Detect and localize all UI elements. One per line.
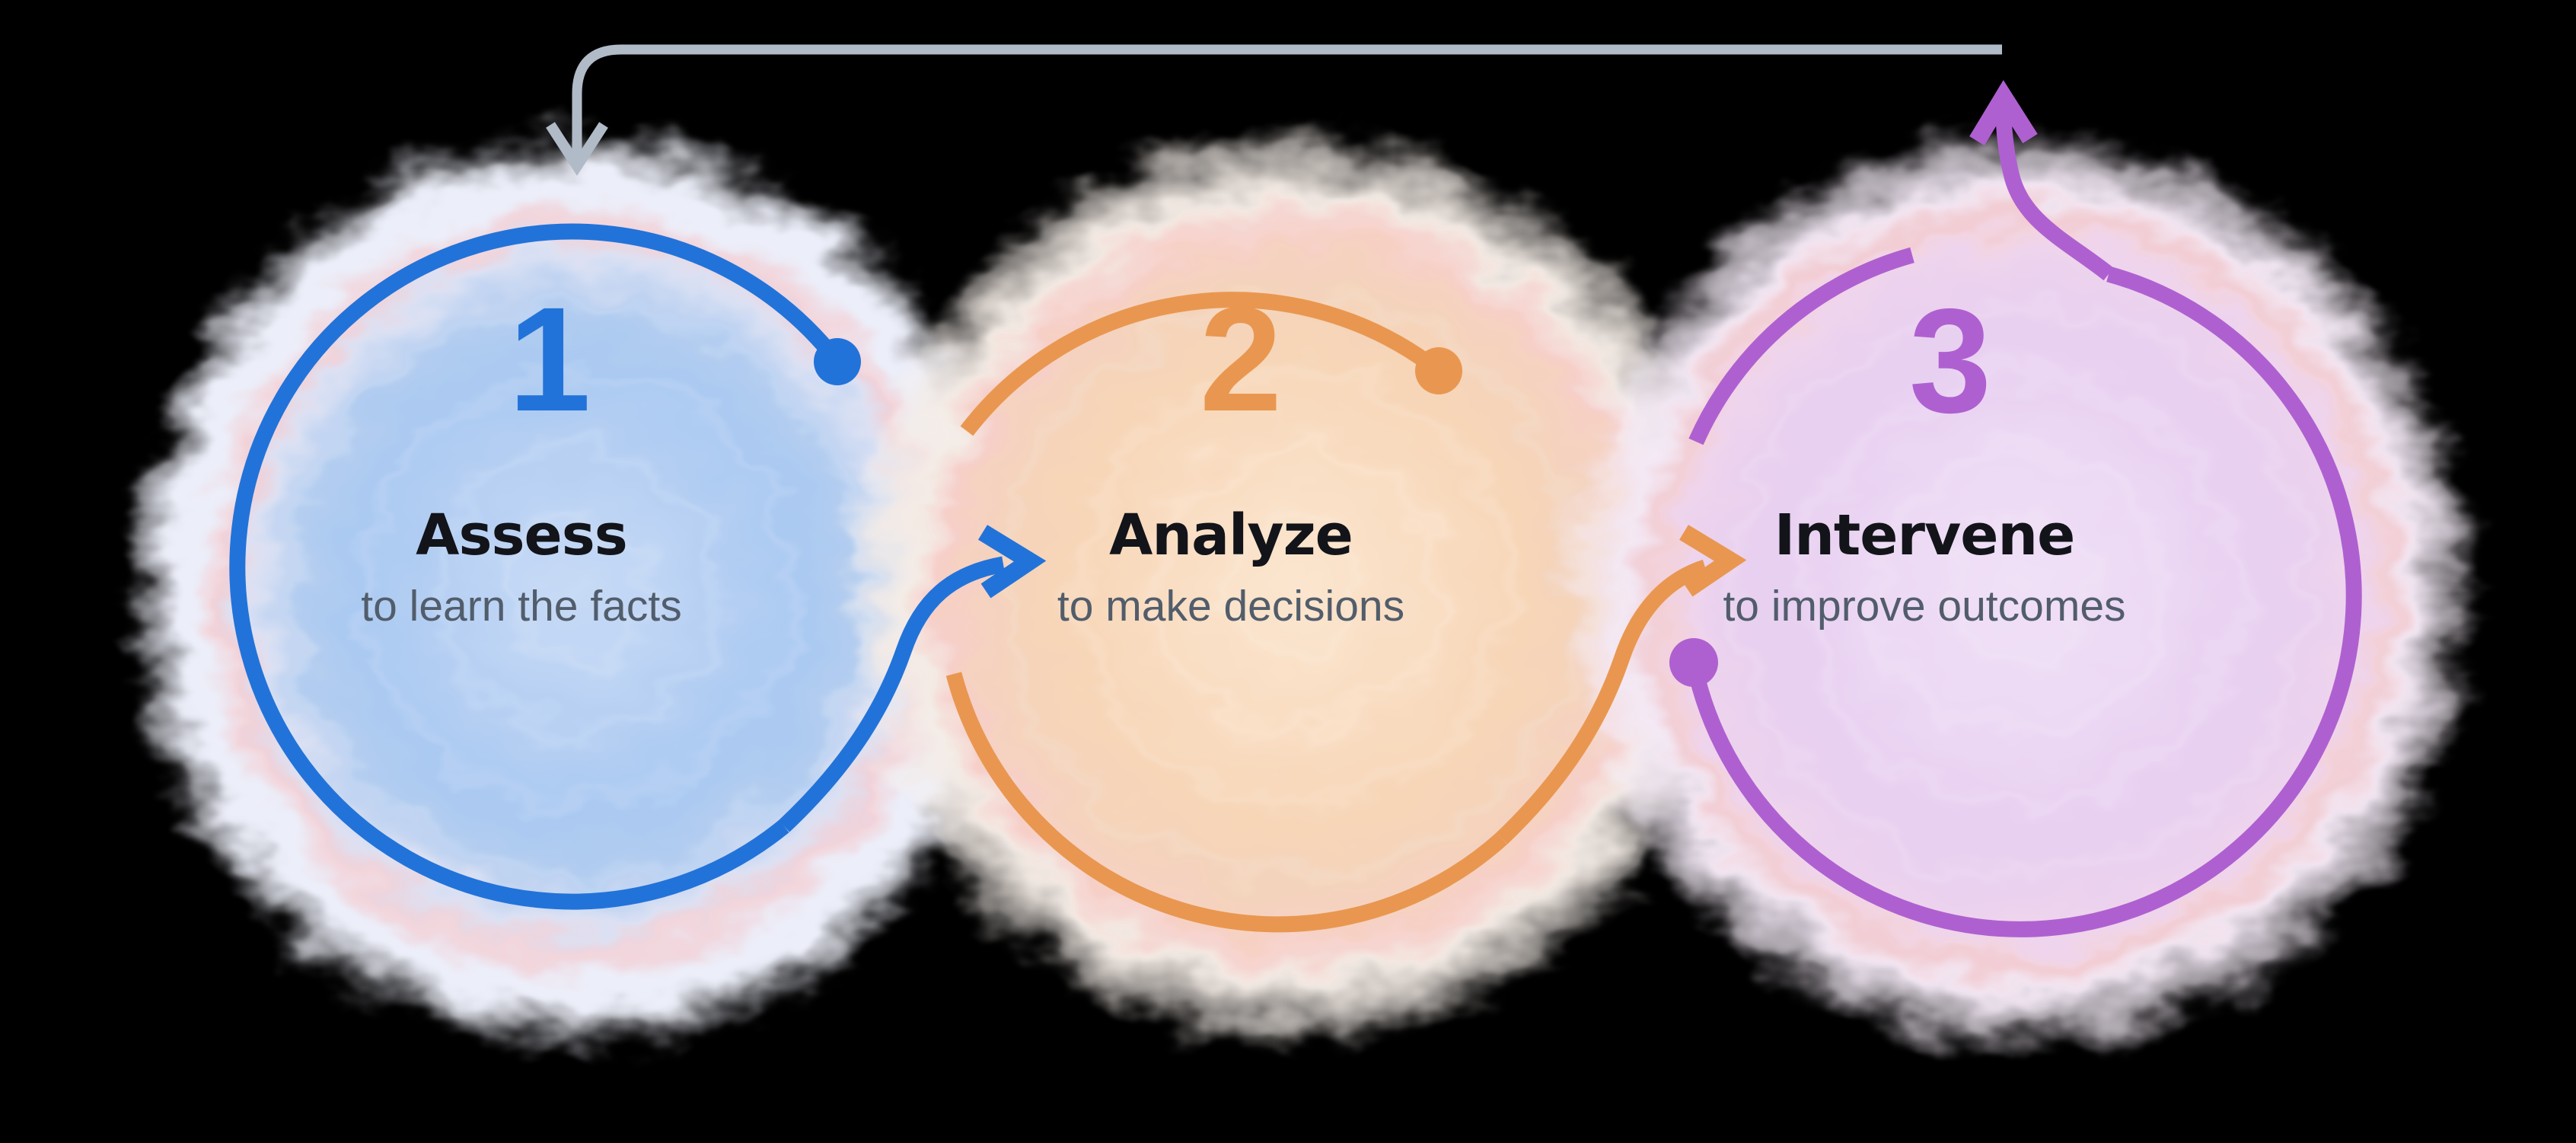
step-3-dot (1669, 638, 1718, 687)
step-1-dot (814, 338, 861, 385)
step-2-number: 2 (1200, 276, 1282, 442)
cycle-exit-arrow (1995, 109, 2114, 281)
connector-arrow-1-2 (778, 556, 1005, 832)
step-3-glow-rings (1553, 114, 2489, 1066)
step-3-circle-arc-upper (1688, 247, 1914, 445)
step-2-dot (1415, 347, 1462, 394)
step-2-circle-arc-lower (945, 672, 1508, 933)
arrow-right-icon (977, 525, 1047, 599)
step-3-number: 3 (1909, 278, 1991, 444)
step-2-title: Analyze (1109, 503, 1353, 568)
step-3-circle-arc-main (1685, 266, 2362, 937)
step-2-circle-arc-upper (960, 292, 1444, 436)
step-2-subtitle: to make decisions (1057, 582, 1405, 631)
step-1-number: 1 (509, 276, 591, 442)
step-1-title: Assess (416, 503, 628, 568)
step-3-glow (1553, 114, 2489, 1066)
arrow-down-icon (546, 122, 608, 176)
step-3-subtitle: to improve outcomes (1723, 582, 2126, 631)
step-3-title: Intervene (1774, 503, 2076, 568)
step-1-subtitle: to learn the facts (361, 582, 682, 631)
cycle-return-line (572, 44, 2002, 157)
arrow-right-icon (1679, 525, 1747, 597)
arrow-up-icon (1969, 80, 2038, 145)
step-1-circle-arc (229, 223, 844, 910)
connector-arrow-2-3 (1496, 559, 1708, 844)
